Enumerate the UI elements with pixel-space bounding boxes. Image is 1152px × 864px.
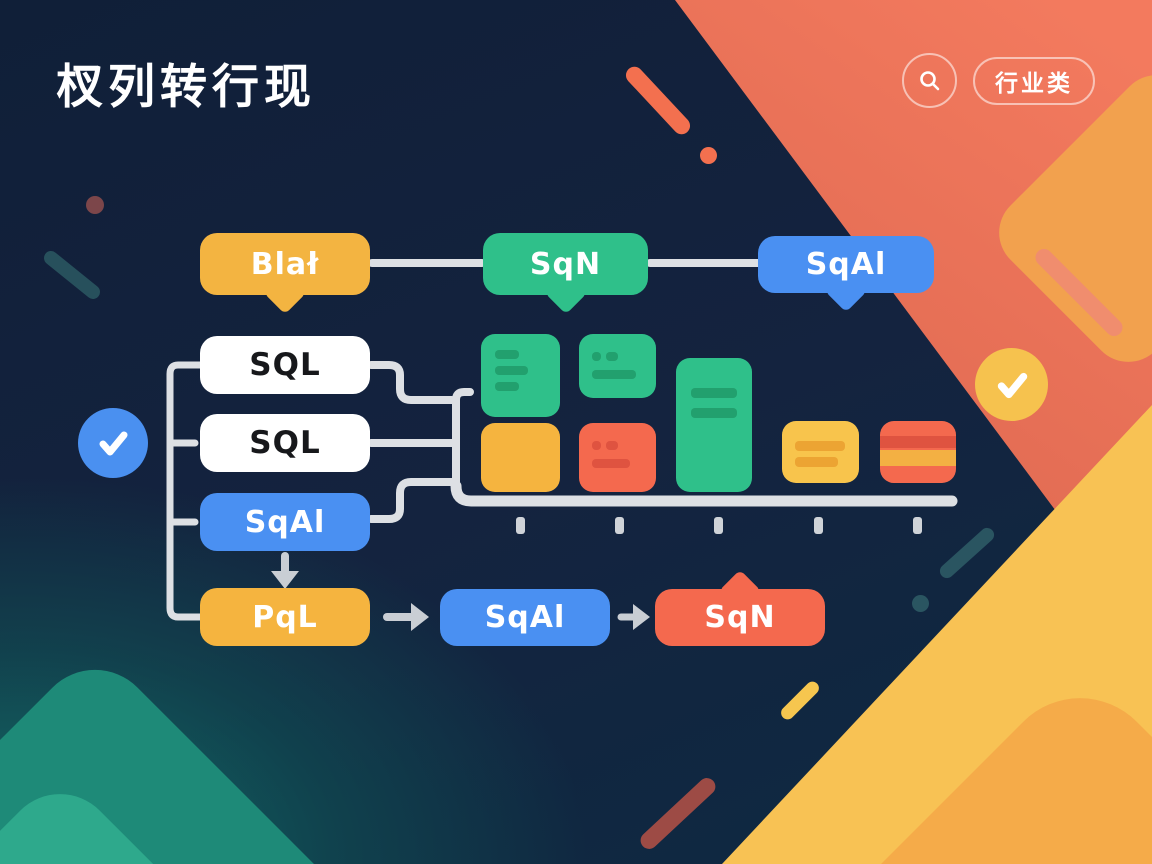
timeline-card-green-list [481,334,560,417]
node-sqal-bottom: SqAl [440,589,610,646]
check-badge-right [975,348,1048,421]
timeline-card-red-bands [880,421,956,483]
node-pql: PqL [200,588,370,646]
node-label: SqN [704,600,776,635]
check-badge-left [78,408,148,478]
timeline-card-red-note [579,423,656,492]
timeline-card-green-tall [676,358,752,492]
timeline-tick [714,517,723,534]
timeline-card-green-note [579,334,656,398]
node-sqn-bottom: SqN [655,569,825,646]
teal-dot [912,595,929,612]
magnifier-icon [919,70,939,90]
category-button-label: 行业类 [995,71,1073,97]
node-blah: Blał [200,233,370,315]
arrow-right-head-1 [411,603,429,631]
check-icon [997,372,1027,398]
orange-dot [700,147,717,164]
node-sqal-top: SqAl [758,236,934,313]
timeline-card-orange-plain [481,423,560,492]
node-label: PqL [252,599,318,635]
brown-dot [86,196,104,214]
timeline-card-yellow-lines [782,421,859,483]
node-label: SqAl [484,600,566,635]
node-label: Blał [250,246,320,282]
node-label: SqAl [244,504,326,540]
search-button[interactable] [902,53,957,108]
node-sqn-top: SqN [483,233,648,315]
arrow-right-head-2 [633,604,650,630]
check-icon [99,431,128,456]
node-label: SQL [249,425,321,461]
timeline-tick [913,517,922,534]
node-sqal-left: SqAl [200,493,370,551]
timeline-tick [814,517,823,534]
node-label: SqN [529,246,602,282]
node-sql-2: SQL [200,414,370,472]
node-sql-1: SQL [200,336,370,394]
timeline-tick [516,517,525,534]
arrow-down-head [271,571,299,589]
node-label: SQL [249,347,321,383]
page-title: 杈列转行现 [56,60,316,115]
node-label: SqAl [805,247,887,282]
timeline-tick [615,517,624,534]
category-button[interactable]: 行业类 [973,57,1095,105]
